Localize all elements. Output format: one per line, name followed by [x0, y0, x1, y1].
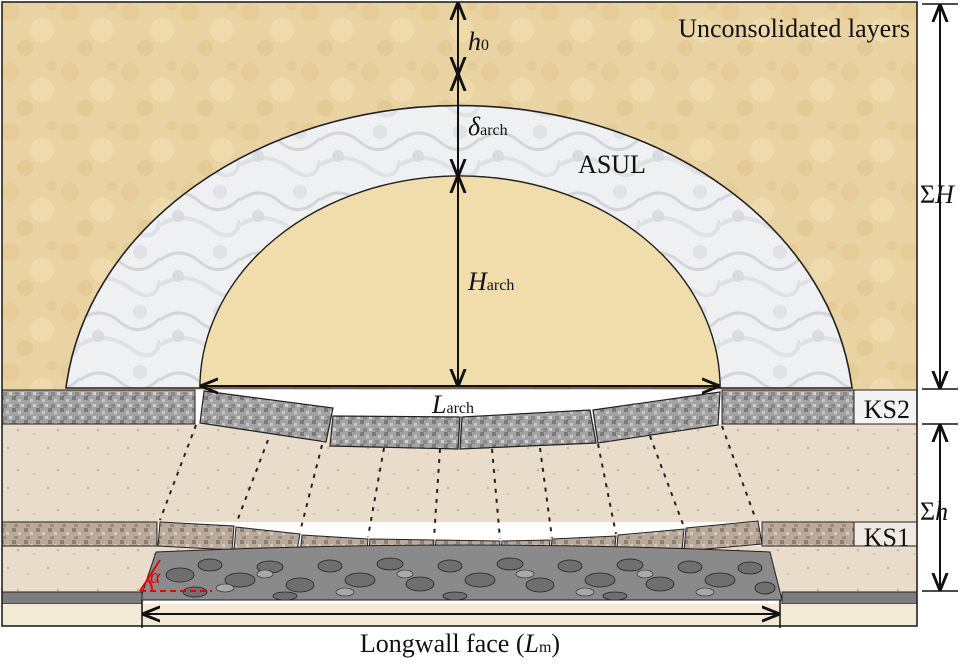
ks1-left: [1, 521, 158, 547]
coal-seam-right: [781, 591, 918, 605]
ks1-label: KS1: [864, 523, 910, 552]
ks1-label-box: [853, 521, 918, 547]
coal-seam-left: [1, 591, 143, 605]
gob-rubble: [139, 544, 783, 601]
sum-h-label: Σh: [920, 497, 948, 526]
delta-arch-label: δarch: [468, 112, 508, 141]
unconsolidated-label: Unconsolidated layers: [678, 14, 910, 43]
ks2-broken-blocks: [199, 390, 721, 450]
l-arch-label: Larch: [431, 390, 474, 419]
alpha-angle: [139, 559, 212, 592]
ks2-label: KS2: [864, 395, 910, 424]
h-arch-label: Harch: [467, 267, 514, 296]
interburden-layer: [2, 424, 917, 522]
asul-label: ASUL: [578, 150, 646, 179]
ks1-right: [761, 521, 855, 547]
longwall-face-label: Longwall face (Lm): [360, 629, 560, 658]
alpha-label: α: [150, 566, 161, 588]
ks2-right: [721, 389, 855, 425]
sum-H-label: ΣH: [920, 180, 955, 209]
ks2-left: [1, 389, 196, 425]
h0-label: h0: [468, 27, 489, 56]
fracture-lines: [159, 424, 757, 540]
diagram-frame: [1, 1, 918, 627]
